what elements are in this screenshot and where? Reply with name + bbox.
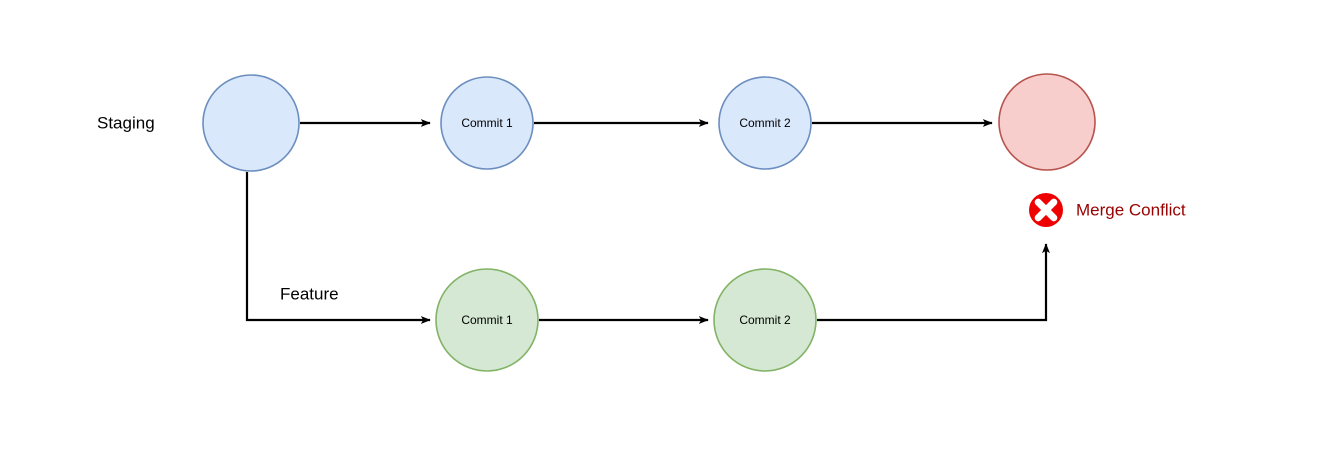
staging-merge-target-node-circle[interactable] xyxy=(998,73,1096,171)
edge-feature-commit-2-to-conflict xyxy=(817,243,1050,322)
x-glyph-stroke-2 xyxy=(1034,198,1058,222)
edge-base-to-feature-branch xyxy=(245,172,431,324)
staging-commit-2-node-circle[interactable] xyxy=(718,76,812,170)
feature-commit-1-node-label: Commit 1 xyxy=(461,313,513,327)
feature-commit-1-node-circle[interactable] xyxy=(435,268,539,372)
staging-commit-1-node-circle[interactable] xyxy=(440,76,534,170)
staging-commit-2-node-label: Commit 2 xyxy=(739,116,791,130)
feature-commit-2-node-circle[interactable] xyxy=(713,268,817,372)
staging-commit-1-node[interactable]: Commit 1 xyxy=(440,76,534,170)
feature-commit-1-node[interactable]: Commit 1 xyxy=(435,268,539,372)
nodes-group: Commit 1 Commit 2 Commit 1 Commit 2 xyxy=(202,73,1096,372)
merge-conflict-marker: Merge Conflict xyxy=(1029,193,1186,227)
staging-commit-2-node[interactable]: Commit 2 xyxy=(718,76,812,170)
branch-label-staging: Staging xyxy=(97,113,155,132)
staging-merge-target-node[interactable] xyxy=(998,73,1096,171)
staging-commit-1-node-label: Commit 1 xyxy=(461,116,513,130)
staging-base-node-circle[interactable] xyxy=(202,74,300,172)
merge-conflict-label: Merge Conflict xyxy=(1076,200,1186,219)
edges-group xyxy=(245,119,1050,324)
feature-commit-2-node-label: Commit 2 xyxy=(739,313,791,327)
staging-base-node[interactable] xyxy=(202,74,300,172)
branch-label-feature: Feature xyxy=(280,284,339,303)
feature-commit-2-node[interactable]: Commit 2 xyxy=(713,268,817,372)
